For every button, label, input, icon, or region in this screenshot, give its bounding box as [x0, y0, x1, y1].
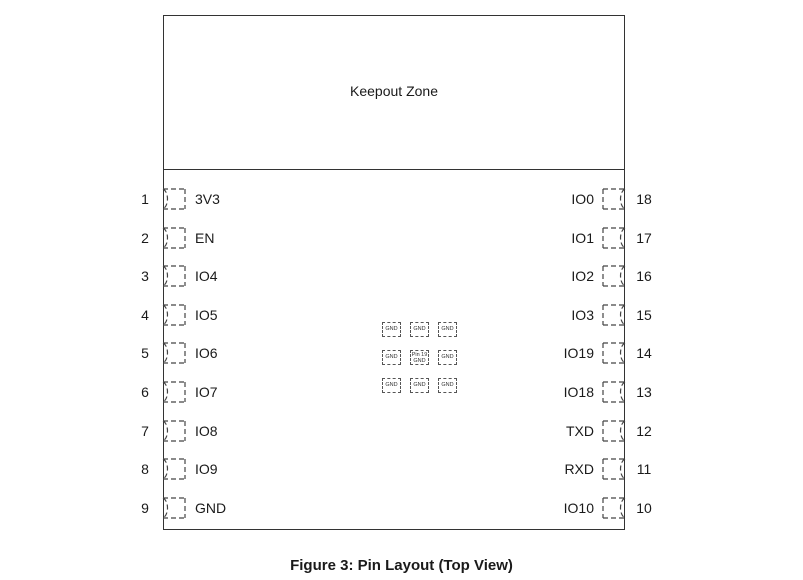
- right-pin-label: IO1: [571, 229, 594, 246]
- gnd-pad: GND: [410, 322, 429, 337]
- gnd-pad: GND: [438, 350, 457, 365]
- left-pin-number: 9: [141, 499, 149, 516]
- left-pin-pad-outline: [162, 188, 186, 210]
- left-pin-label: EN: [195, 229, 215, 246]
- right-pin-label: IO3: [571, 306, 594, 323]
- left-pin-number: 3: [141, 268, 149, 285]
- right-pin-number: 17: [636, 229, 652, 246]
- left-pin-pad-outline: [162, 265, 186, 287]
- gnd-pad: GND: [410, 378, 429, 393]
- gnd-pad: GND: [438, 378, 457, 393]
- right-pin-pad-outline: [602, 458, 626, 480]
- right-pin-pad-outline: [602, 304, 626, 326]
- right-pin-number: 12: [636, 422, 652, 439]
- left-pin-number: 7: [141, 422, 149, 439]
- right-pin-label: IO0: [571, 191, 594, 207]
- left-pin-number: 1: [141, 191, 149, 207]
- figure-caption: Figure 3: Pin Layout (Top View): [290, 557, 513, 574]
- left-pin-pad-outline: [162, 419, 186, 442]
- right-pin-label: IO19: [563, 345, 594, 362]
- right-pin-label: TXD: [566, 422, 594, 439]
- right-pin-number: 13: [636, 384, 652, 400]
- right-pin-label: RXD: [564, 461, 594, 478]
- right-pin-number: 14: [636, 345, 652, 362]
- right-pin-number: 15: [636, 306, 652, 323]
- right-pin-label: IO18: [563, 384, 594, 400]
- left-pin-pad-outline: [162, 304, 186, 326]
- left-pin-label: IO7: [195, 384, 218, 400]
- keepout-zone-label: Keepout Zone: [350, 83, 438, 99]
- left-pin-label: IO9: [195, 461, 218, 478]
- left-pin-pad-outline: [162, 226, 186, 249]
- left-pin-pad-outline: [162, 458, 186, 480]
- left-pin-number: 2: [141, 229, 149, 246]
- left-pin-pad-outline: [162, 342, 186, 364]
- right-pin-pad-outline: [602, 419, 626, 442]
- left-pin-label: IO4: [195, 268, 218, 285]
- right-pin-pad-outline: [602, 381, 626, 403]
- right-pin-number: 11: [636, 461, 652, 478]
- right-pin-pad-outline: [602, 188, 626, 210]
- left-pin-label: IO8: [195, 422, 218, 439]
- right-pin-number: 10: [636, 499, 652, 516]
- gnd-pad: GND: [382, 378, 401, 393]
- left-pin-pad-outline: [162, 497, 186, 519]
- gnd-pad: GND: [382, 322, 401, 337]
- left-pin-label: 3V3: [195, 191, 220, 207]
- left-pin-number: 6: [141, 384, 149, 400]
- right-pin-label: IO10: [563, 499, 594, 516]
- module-outline: [163, 15, 625, 530]
- keepout-divider: [163, 169, 625, 170]
- left-pin-number: 4: [141, 306, 149, 323]
- left-pin-label: IO6: [195, 345, 218, 362]
- left-pin-number: 8: [141, 461, 149, 478]
- right-pin-label: IO2: [571, 268, 594, 285]
- left-pin-pad-outline: [162, 381, 186, 403]
- gnd-pad: GND: [382, 350, 401, 365]
- right-pin-number: 16: [636, 268, 652, 285]
- right-pin-pad-outline: [602, 226, 626, 249]
- gnd-pad: GND: [438, 322, 457, 337]
- right-pin-pad-outline: [602, 342, 626, 364]
- right-pin-number: 18: [636, 191, 652, 207]
- left-pin-label: GND: [195, 499, 227, 516]
- right-pin-pad-outline: [602, 265, 626, 287]
- right-pin-pad-outline: [602, 497, 626, 519]
- left-pin-label: IO5: [195, 306, 218, 323]
- left-pin-number: 5: [141, 345, 149, 362]
- pin-19-gnd-pad: Pin 19 GND: [410, 350, 429, 365]
